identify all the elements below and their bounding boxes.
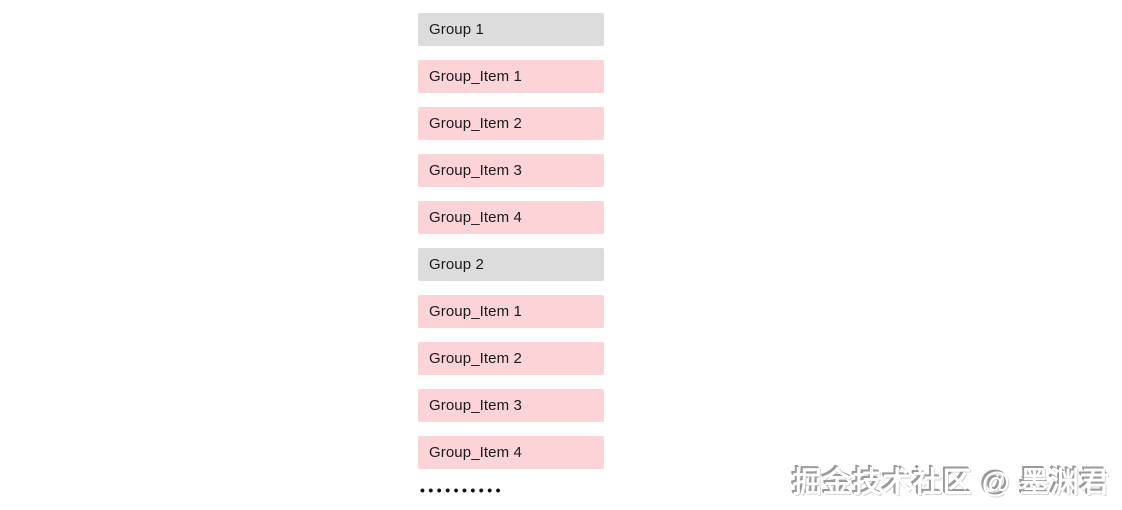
group-item-label: Group_Item 4 [429, 209, 522, 226]
group-item-label: Group_Item 3 [429, 162, 522, 179]
more-items-ellipsis: •••••••••• [420, 482, 505, 498]
group-item-row[interactable]: Group_Item 4 [418, 436, 604, 469]
group-item-row[interactable]: Group_Item 1 [418, 295, 604, 328]
group-item-label: Group_Item 1 [429, 303, 522, 320]
group-item-row[interactable]: Group_Item 3 [418, 154, 604, 187]
group-item-label: Group_Item 1 [429, 68, 522, 85]
grouped-list: Group 1 Group_Item 1 Group_Item 2 Group_… [418, 13, 604, 497]
group-item-row[interactable]: Group_Item 2 [418, 107, 604, 140]
group-header-label: Group 1 [429, 21, 484, 38]
group-item-row[interactable]: Group_Item 4 [418, 201, 604, 234]
group-item-label: Group_Item 2 [429, 350, 522, 367]
group-item-label: Group_Item 2 [429, 115, 522, 132]
group-header-row: Group 2 [418, 248, 604, 281]
group-header-label: Group 2 [429, 256, 484, 273]
group-item-row[interactable]: Group_Item 1 [418, 60, 604, 93]
watermark-text: 掘金技术社区 @ 墨渊君 [792, 467, 1110, 499]
group-header-row: Group 1 [418, 13, 604, 46]
group-item-row[interactable]: Group_Item 3 [418, 389, 604, 422]
group-item-row[interactable]: Group_Item 2 [418, 342, 604, 375]
group-item-label: Group_Item 3 [429, 397, 522, 414]
group-item-label: Group_Item 4 [429, 444, 522, 461]
